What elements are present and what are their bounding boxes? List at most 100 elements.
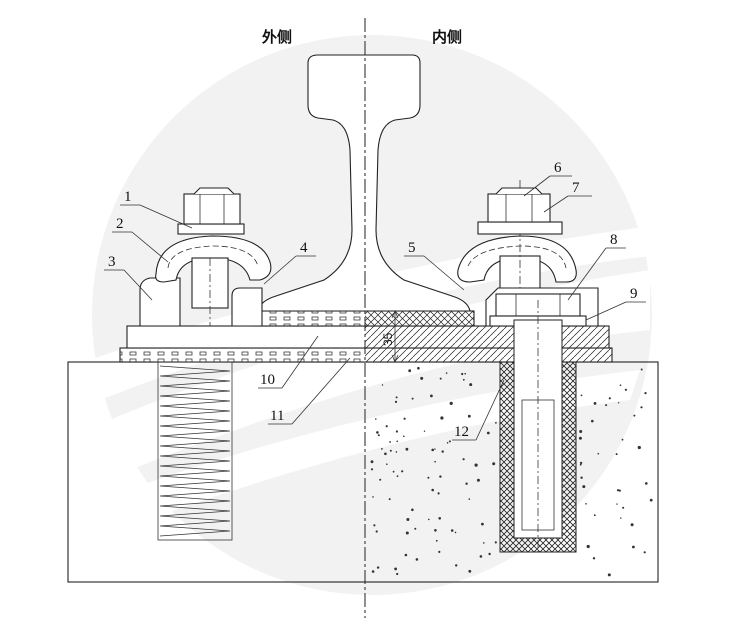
callout-6: 6	[554, 160, 562, 176]
aggregate-dot	[620, 517, 622, 519]
aggregate-dot	[608, 397, 611, 400]
aggregate-dot	[414, 527, 417, 530]
aggregate-dot	[441, 450, 444, 453]
aggregate-dot	[462, 458, 465, 461]
aggregate-dot	[579, 461, 583, 465]
aggregate-dot	[392, 470, 395, 473]
aggregate-dot	[375, 418, 377, 420]
callout-10: 10	[260, 372, 275, 388]
concrete-aggregate	[370, 366, 653, 577]
aggregate-dot	[384, 452, 387, 456]
aggregate-dot	[438, 517, 442, 520]
aggregate-dot	[445, 372, 448, 374]
aggregate-dot	[449, 401, 453, 405]
aggregate-dot	[428, 518, 430, 521]
aggregate-dot	[624, 388, 628, 391]
svg-text:35: 35	[381, 332, 395, 346]
aggregate-dot	[579, 463, 582, 466]
aggregate-dot	[578, 436, 582, 440]
aggregate-dot	[435, 539, 438, 542]
aggregate-dot	[420, 376, 424, 380]
aggregate-dot	[406, 518, 410, 521]
aggregate-dot	[415, 558, 419, 561]
aggregate-dot	[381, 384, 384, 386]
aggregate-dot	[371, 570, 375, 573]
callout-9: 9	[630, 286, 638, 302]
aggregate-dot	[461, 372, 464, 376]
aggregate-dot	[643, 551, 646, 554]
aggregate-dot	[434, 448, 436, 450]
aggregate-dot	[395, 430, 398, 433]
outer-side-label: 外侧	[261, 28, 292, 46]
aggregate-dot	[619, 384, 622, 387]
aggregate-dot	[492, 462, 496, 466]
aggregate-dot	[404, 553, 408, 557]
aggregate-dot	[440, 416, 444, 420]
aggregate-dot	[375, 530, 378, 533]
left-shoulder-lip	[231, 287, 263, 327]
aggregate-dot	[464, 372, 467, 375]
aggregate-dot	[616, 503, 618, 505]
aggregate-dot	[616, 489, 620, 492]
aggregate-dot	[396, 440, 399, 443]
aggregate-dot	[408, 369, 412, 373]
aggregate-dot	[582, 485, 586, 489]
aggregate-dot	[381, 448, 383, 450]
callout-7: 7	[572, 180, 580, 196]
aggregate-dot	[434, 460, 436, 463]
callout-12: 12	[454, 424, 469, 440]
aggregate-dot	[637, 445, 641, 450]
aggregate-dot	[370, 460, 374, 464]
aggregate-dot	[481, 522, 484, 526]
aggregate-dot	[427, 476, 430, 479]
aggregate-dot	[396, 572, 399, 576]
aggregate-dot	[580, 476, 583, 479]
aggregate-dot	[430, 394, 433, 398]
aggregate-dot	[395, 396, 398, 399]
aggregate-dot	[488, 552, 491, 556]
aggregate-dot	[372, 496, 374, 498]
callout-11: 11	[270, 408, 284, 424]
callout-3: 3	[108, 254, 116, 270]
aggregate-dot	[607, 573, 611, 577]
aggregate-dot	[633, 414, 636, 417]
aggregate-dot	[593, 514, 596, 517]
aggregate-dot	[379, 478, 382, 481]
left-elastic-clip	[155, 235, 272, 283]
aggregate-dot	[468, 498, 471, 500]
aggregate-dot	[592, 557, 596, 560]
aggregate-dot	[431, 448, 435, 452]
aggregate-dot	[645, 482, 648, 485]
aggregate-dot	[644, 392, 647, 395]
aggregate-dot	[448, 440, 451, 443]
aggregate-dot	[632, 545, 635, 549]
aggregate-dot	[455, 564, 458, 567]
callout-4: 4	[300, 240, 308, 256]
callout-2: 2	[116, 216, 124, 232]
aggregate-dot	[621, 438, 624, 441]
aggregate-dot	[593, 402, 597, 405]
aggregate-dot	[417, 366, 420, 370]
aggregate-dot	[462, 378, 465, 381]
aggregate-dot	[586, 544, 590, 549]
aggregate-dot	[377, 434, 380, 437]
aggregate-dot	[403, 435, 405, 438]
inner-side-label: 内侧	[432, 28, 462, 46]
left-shoulder	[139, 277, 181, 327]
aggregate-dot	[476, 478, 480, 482]
aggregate-dot	[450, 529, 454, 532]
aggregate-dot	[376, 431, 379, 434]
aggregate-dot	[494, 541, 497, 544]
dimension-35: 35	[381, 309, 399, 364]
aggregate-dot	[597, 452, 600, 455]
right-anchor-sleeve	[499, 300, 577, 553]
aggregate-dot	[370, 468, 374, 471]
aggregate-dot	[591, 419, 594, 423]
rail	[257, 54, 471, 312]
aggregate-dot	[579, 430, 583, 433]
aggregate-dot	[389, 449, 392, 452]
aggregate-dot	[394, 400, 398, 403]
aggregate-dot	[605, 404, 608, 407]
aggregate-dot	[411, 508, 414, 512]
aggregate-dot	[615, 453, 618, 456]
